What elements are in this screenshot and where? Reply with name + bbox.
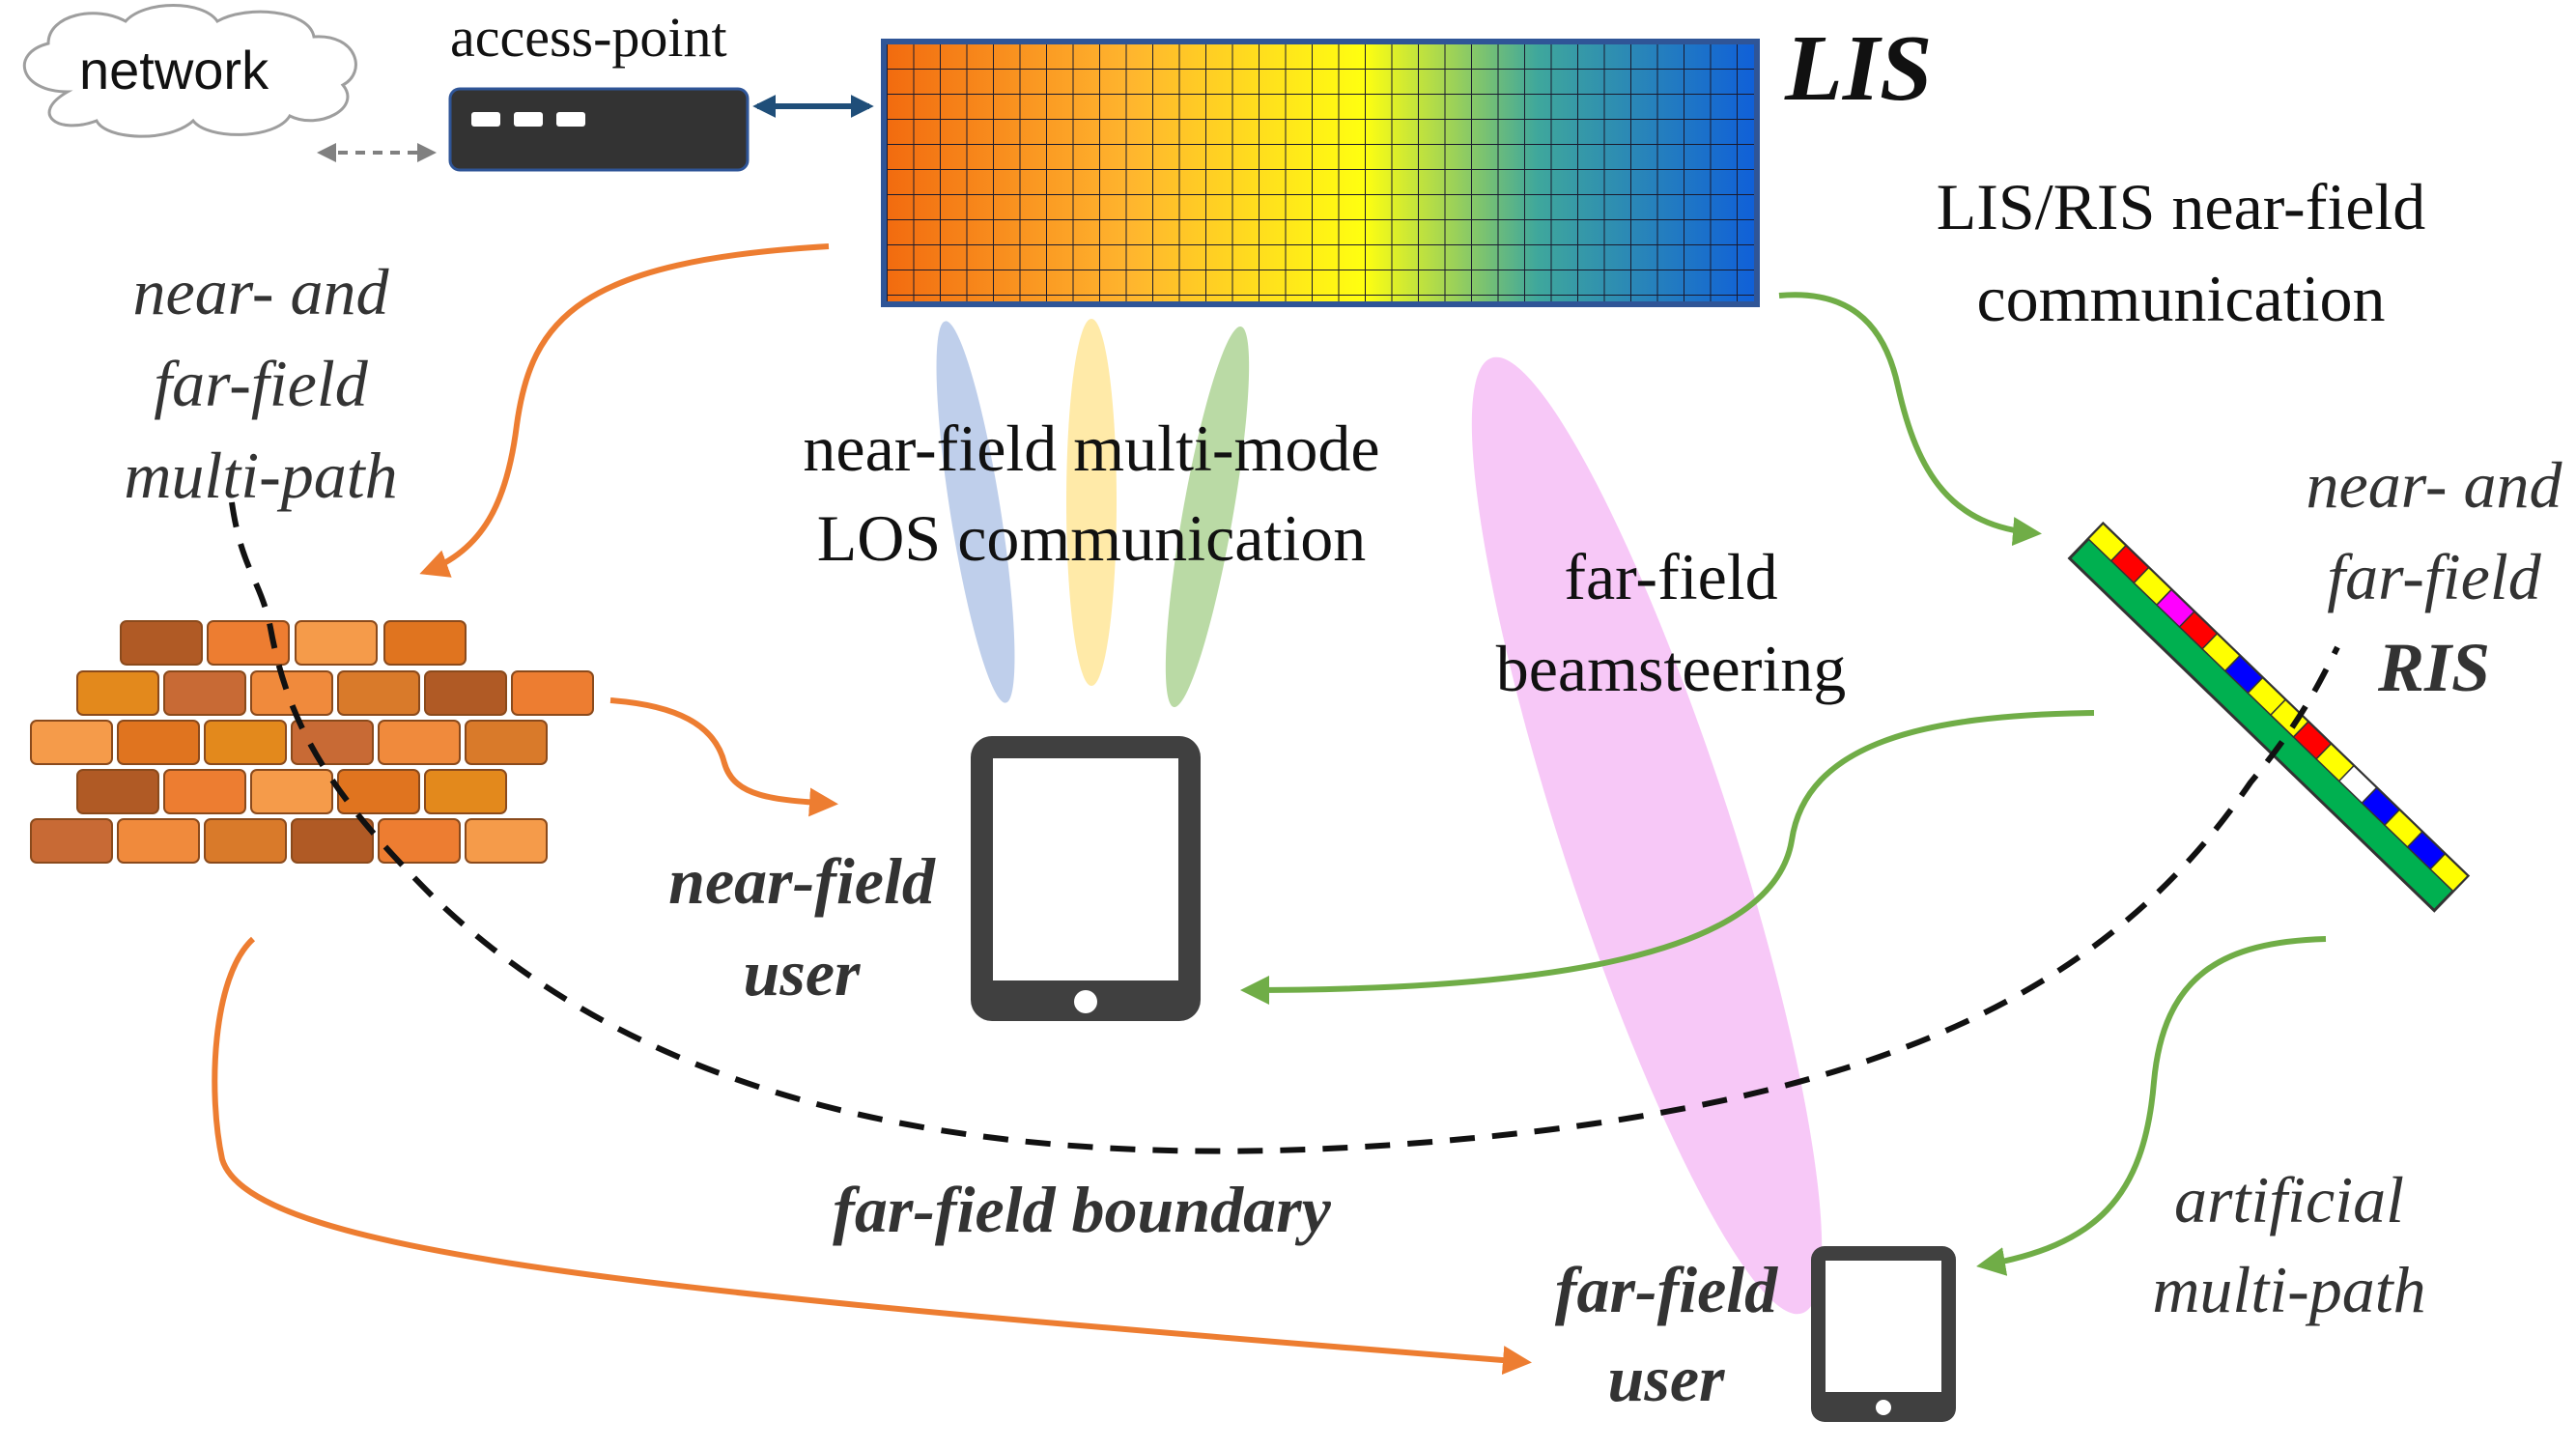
boundary-label: far-field boundary (833, 1173, 1331, 1246)
brick (204, 720, 287, 765)
network-cloud-icon (22, 4, 357, 138)
brick (204, 818, 287, 864)
brick (291, 720, 374, 765)
brick (250, 670, 333, 716)
artificial-label-line2: multi-path (2152, 1253, 2425, 1326)
brick (120, 620, 203, 666)
brick (424, 670, 507, 716)
brick (295, 620, 378, 666)
artificial-label-line1: artificial (2174, 1163, 2404, 1236)
far-user-label-line2: user (1608, 1342, 1725, 1415)
brick (465, 720, 548, 765)
lis-ris-label-line2: communication (1976, 262, 2385, 335)
brick (291, 818, 374, 864)
lis-panel (881, 39, 1760, 307)
beamsteering-label-line1: far-field (1564, 540, 1777, 613)
brick (383, 620, 467, 666)
access-point-label: access-point (450, 6, 727, 69)
brick (30, 818, 113, 864)
brick (163, 670, 246, 716)
brick (76, 769, 159, 814)
far-user-label-line1: far-field (1555, 1253, 1778, 1326)
wall-to-far-user-arrow (212, 936, 1532, 1376)
far-field-boundary-line (229, 501, 2340, 1154)
brick (378, 720, 461, 765)
ris-panel (2067, 521, 2471, 913)
brick (465, 818, 548, 864)
multipath-label-line1: near- and (133, 255, 390, 328)
access-point-icon (448, 87, 750, 172)
brick (207, 620, 290, 666)
ris-tile (2429, 852, 2470, 893)
multipath-label-line2: far-field (154, 347, 368, 420)
ris-label-line2: far-field (2327, 540, 2541, 613)
lis-to-ris-arrow (1778, 292, 2042, 547)
ris-label-line3: RIS (2377, 629, 2490, 706)
multipath-label-line3: multi-path (124, 439, 397, 512)
beam-yellow (1066, 319, 1117, 686)
brick (337, 670, 420, 716)
beamsteering-label-line2: beamsteering (1496, 632, 1847, 705)
ris-to-far-user-arrow (1976, 936, 2327, 1276)
brick (30, 720, 113, 765)
los-label-line1: near-field multi-mode (803, 412, 1379, 485)
lis-title: LIS (1784, 16, 1933, 121)
brick (337, 769, 420, 814)
brick (250, 769, 333, 814)
beam-pink (1471, 356, 1823, 1315)
near-field-user-tablet-icon (971, 736, 1201, 1021)
beam-blue (936, 321, 1015, 703)
wall-to-near-user-arrow (609, 697, 838, 817)
brick (511, 670, 594, 716)
beam-green (1165, 326, 1250, 708)
brick (76, 670, 159, 716)
brick (117, 720, 200, 765)
ris-to-near-user-arrow (1240, 710, 2095, 1005)
brick (163, 769, 246, 814)
lis-to-wall-arrow (419, 243, 830, 578)
ris-label-line1: near- and (2307, 448, 2563, 522)
brick (424, 769, 507, 814)
near-user-label-line1: near-field (668, 844, 936, 918)
far-field-user-tablet-icon (1811, 1246, 1956, 1422)
brick (117, 818, 200, 864)
brick-wall (30, 620, 594, 864)
lis-ris-label-line1: LIS/RIS near-field (1937, 170, 2426, 243)
brick (378, 818, 461, 864)
near-user-label-line2: user (744, 936, 861, 1009)
los-label-line2: LOS communication (817, 501, 1366, 575)
network-label: network (79, 40, 269, 100)
